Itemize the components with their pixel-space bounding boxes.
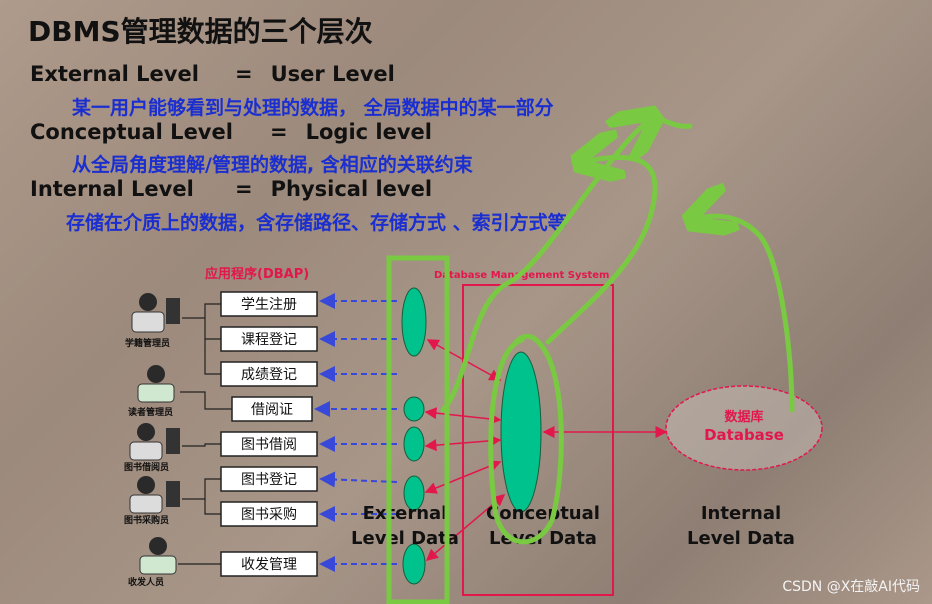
user-label: 收发人员 (128, 576, 164, 588)
user-figure: 图书借阅员 (124, 423, 180, 473)
user-figure: 收发人员 (128, 537, 177, 588)
app-box-label: 收发管理 (241, 557, 297, 573)
app-box-label: 借阅证 (251, 402, 293, 418)
app-box: 图书借阅 (220, 431, 318, 457)
user-label: 图书采购员 (124, 514, 169, 526)
external-ellipse (402, 543, 426, 585)
external-level-ellipses (401, 287, 427, 585)
user-label: 学籍管理员 (125, 337, 170, 349)
app-box-label: 学生注册 (241, 297, 297, 313)
app-box: 图书采购 (220, 501, 318, 527)
app-box-label: 课程登记 (241, 332, 297, 348)
level-name: External Level (30, 62, 199, 86)
user-app-connectors (178, 303, 232, 565)
app-box: 借阅证 (231, 396, 313, 422)
external-ellipse (403, 475, 425, 511)
col-internal-2: Level Data (687, 528, 795, 549)
external-to-conceptual-arrows (424, 339, 668, 561)
app-box: 图书登记 (220, 466, 318, 492)
equals-sign: = (270, 120, 288, 144)
external-ellipse (403, 396, 425, 422)
app-box-label: 图书登记 (241, 472, 297, 488)
external-highlight-box (386, 255, 450, 604)
app-box-label: 图书借阅 (241, 437, 297, 453)
equals-sign: = (235, 62, 253, 86)
col-internal-1: Internal (701, 503, 781, 524)
col-conceptual-1: Conceptual (486, 503, 600, 524)
watermark: CSDN @X在敲AI代码 (782, 579, 920, 595)
database-cn-label: 数据库 (724, 409, 763, 425)
user-figure: 读者管理员 (128, 365, 175, 418)
arrow-tail-flourish (653, 115, 693, 129)
col-conceptual-2: Level Data (489, 528, 597, 549)
green-annotations (386, 115, 795, 604)
external-ellipse (403, 426, 425, 462)
app-box: 成绩登记 (220, 361, 318, 387)
level-line-external: External Level = User Level (30, 62, 395, 86)
user-figures: 学籍管理员 读者管理员 图书借阅员 图书采购员 收发人员 (124, 293, 180, 588)
app-box: 学生注册 (220, 291, 318, 317)
app-box: 课程登记 (220, 326, 318, 352)
level-alias: Physical level (270, 177, 433, 201)
app-header-label: 应用程序(DBAP) (205, 266, 309, 282)
user-label: 图书借阅员 (124, 461, 169, 473)
col-external-1: External (363, 503, 448, 524)
page-title: DBMS管理数据的三个层次 (28, 15, 373, 48)
level-line-internal: Internal Level = Physical level (30, 177, 432, 201)
database-en-label: Database (704, 426, 784, 444)
user-figure: 学籍管理员 (125, 293, 180, 349)
conceptual-up-arrow (545, 157, 658, 345)
level-desc-internal: 存储在介质上的数据，含存储路径、存储方式 、索引方式等 (66, 212, 567, 234)
conceptual-ellipse (500, 351, 542, 513)
database-ellipse (665, 385, 823, 471)
equals-sign: = (235, 177, 253, 201)
level-name: Conceptual Level (30, 120, 233, 144)
level-alias: User Level (270, 62, 395, 86)
level-desc-external: 某一用户能够看到与处理的数据， 全局数据中的某一部分 (72, 97, 554, 119)
app-to-external-arrows (314, 293, 398, 572)
app-boxes: 学生注册 课程登记 成绩登记 借阅证 图书借阅 图书登记 图书采购 收发管理 (220, 291, 318, 577)
app-box: 收发管理 (220, 551, 318, 577)
user-label: 读者管理员 (128, 406, 173, 418)
app-box-label: 成绩登记 (241, 367, 297, 383)
external-ellipse (401, 287, 427, 357)
level-name: Internal Level (30, 177, 194, 201)
level-alias: Logic level (305, 120, 432, 144)
conceptual-highlight-loop (488, 333, 564, 545)
user-figure: 图书采购员 (124, 476, 180, 526)
column-labels: External Level Data Conceptual Level Dat… (351, 503, 795, 549)
col-external-2: Level Data (351, 528, 459, 549)
internal-up-arrow (694, 216, 795, 413)
level-line-conceptual: Conceptual Level = Logic level (30, 120, 432, 144)
app-box-label: 图书采购 (241, 507, 297, 523)
level-desc-conceptual: 从全局角度理解/管理的数据, 含相应的关联约束 (72, 154, 473, 176)
